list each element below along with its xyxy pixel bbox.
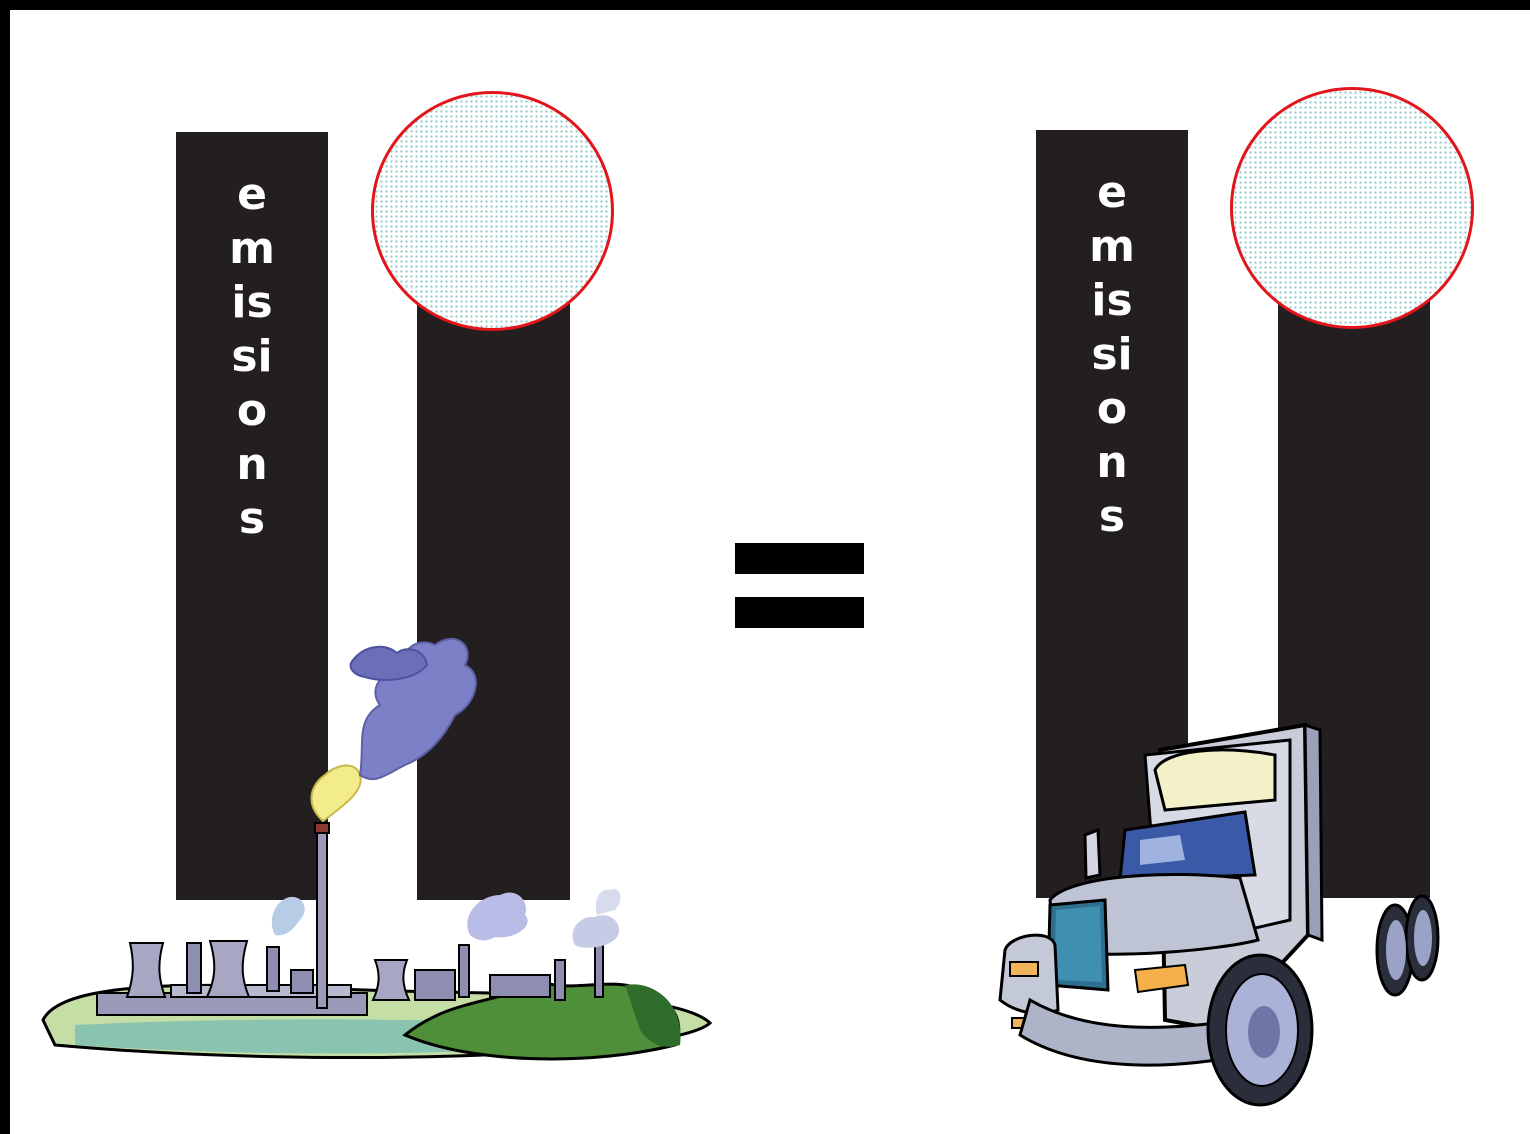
left-panel: emissions <box>0 0 720 1134</box>
power-plant-icon <box>35 625 715 1105</box>
dotted-circle-right <box>1230 87 1474 329</box>
dotted-circle-left <box>371 91 614 331</box>
emissions-label-right: emissions <box>1086 166 1138 544</box>
equals-sign-top-bar <box>735 543 864 574</box>
equals-sign-bottom-bar <box>735 597 864 628</box>
right-panel: emissions <box>860 0 1530 1134</box>
truck-icon <box>990 700 1450 1120</box>
emissions-label-left: emissions <box>226 168 278 546</box>
